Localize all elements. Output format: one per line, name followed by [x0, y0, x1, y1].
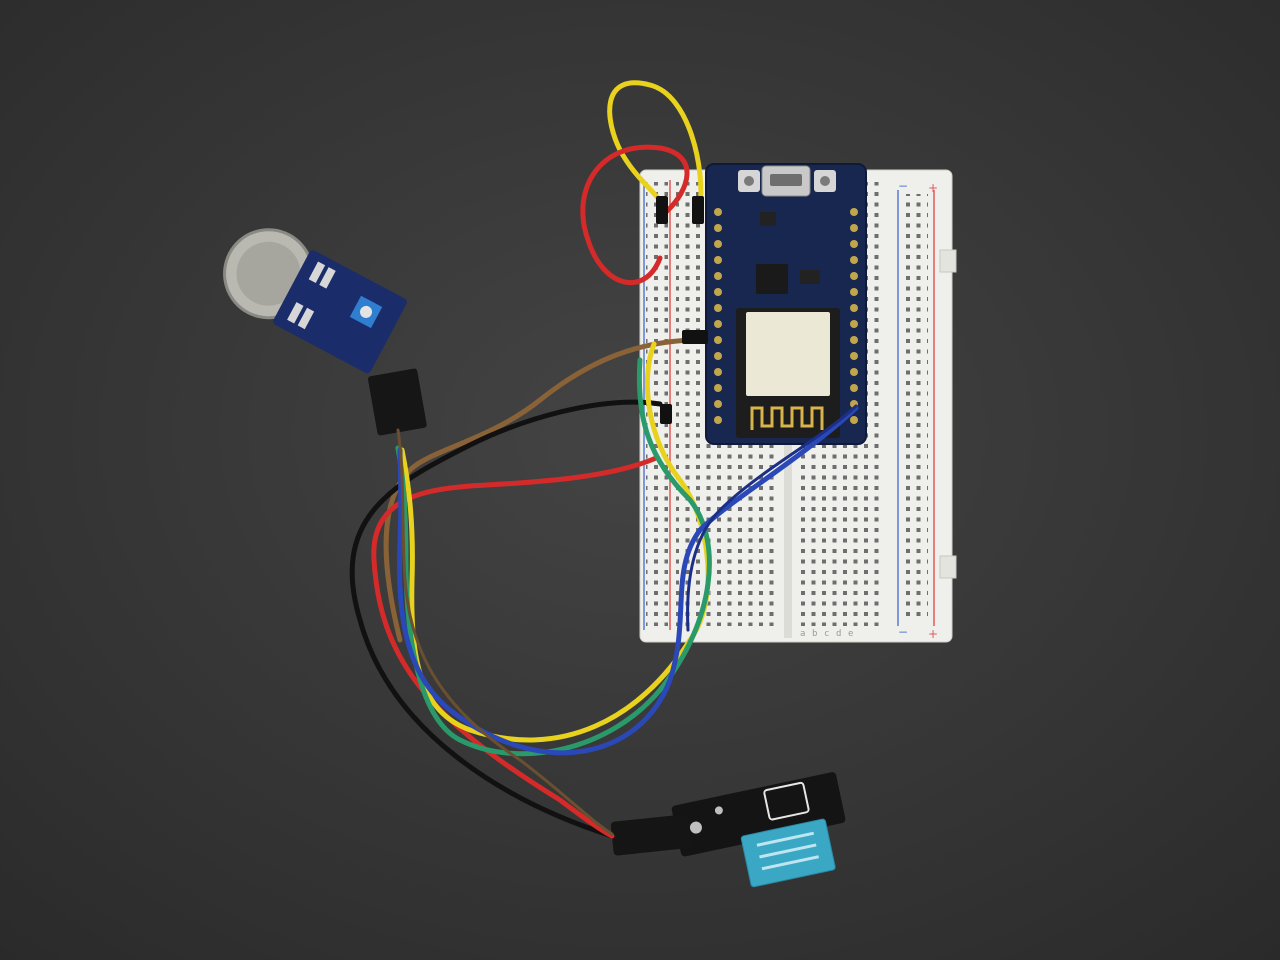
- wifi-shield: [746, 312, 830, 396]
- gas-sensor-connector: [367, 368, 427, 436]
- svg-text:b: b: [812, 629, 817, 639]
- rail-minus-top: −: [898, 179, 908, 193]
- dht11-module: [671, 772, 846, 888]
- blue-signal-wire: [397, 405, 859, 756]
- breadboard-wire-plugs: [656, 196, 708, 424]
- rail-plus-bottom: +: [928, 627, 938, 641]
- brown-signal-wire: [383, 337, 703, 643]
- svg-text:c: c: [824, 629, 829, 639]
- gas-sensor-pcb: [273, 250, 407, 374]
- green-signal-wire: [395, 357, 712, 757]
- dht11-pcb: [671, 772, 846, 857]
- usb-serial-chip: [756, 264, 788, 294]
- dht11-connector: [610, 814, 692, 856]
- rail-minus-bottom: −: [898, 625, 908, 639]
- yellow-signal-wire: [399, 341, 711, 743]
- red-power-wire: [371, 455, 659, 839]
- pcb-antenna: [750, 406, 824, 430]
- svg-text:e: e: [848, 629, 853, 639]
- yellow-loop-wire: [607, 80, 704, 211]
- black-ground-wire: [349, 399, 663, 839]
- column-letters: a b c d e: [800, 629, 853, 639]
- navy-data-wire: [686, 404, 858, 632]
- nodemcu-board: [705, 163, 867, 445]
- red-loop-wire: [580, 144, 690, 286]
- svg-text:d: d: [836, 629, 841, 639]
- jumper-wires: [349, 80, 859, 839]
- rail-plus-top: +: [928, 181, 938, 195]
- gas-sensor-bundle: [396, 428, 614, 836]
- right-power-rail: [902, 194, 928, 618]
- svg-text:a: a: [800, 629, 805, 639]
- gas-sensor-module: [223, 228, 407, 374]
- dht11-sensor: [740, 818, 836, 888]
